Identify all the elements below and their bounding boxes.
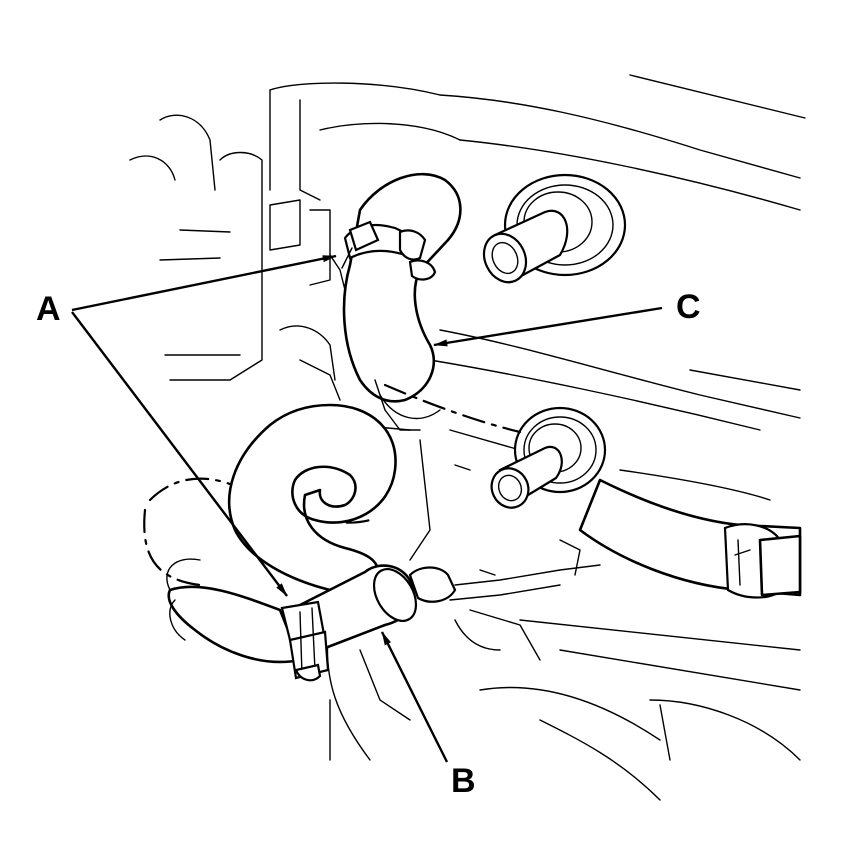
leader-b <box>380 631 449 763</box>
right-side-hose <box>578 478 802 599</box>
callout-leaders <box>71 254 663 763</box>
engine-background <box>129 74 806 801</box>
hose-b <box>166 403 418 664</box>
lower-outlet-pipe <box>490 406 607 509</box>
callout-c: C <box>676 288 701 326</box>
upper-outlet-pipe <box>482 173 627 284</box>
leader-c <box>433 306 663 347</box>
callout-b: B <box>451 762 476 800</box>
leader-a-lower <box>71 311 288 597</box>
lower-clamp <box>280 600 330 682</box>
callout-a: A <box>36 290 61 328</box>
leader-a-upper <box>71 254 337 312</box>
hose-fitting <box>408 539 601 661</box>
upper-clamp <box>341 220 437 281</box>
